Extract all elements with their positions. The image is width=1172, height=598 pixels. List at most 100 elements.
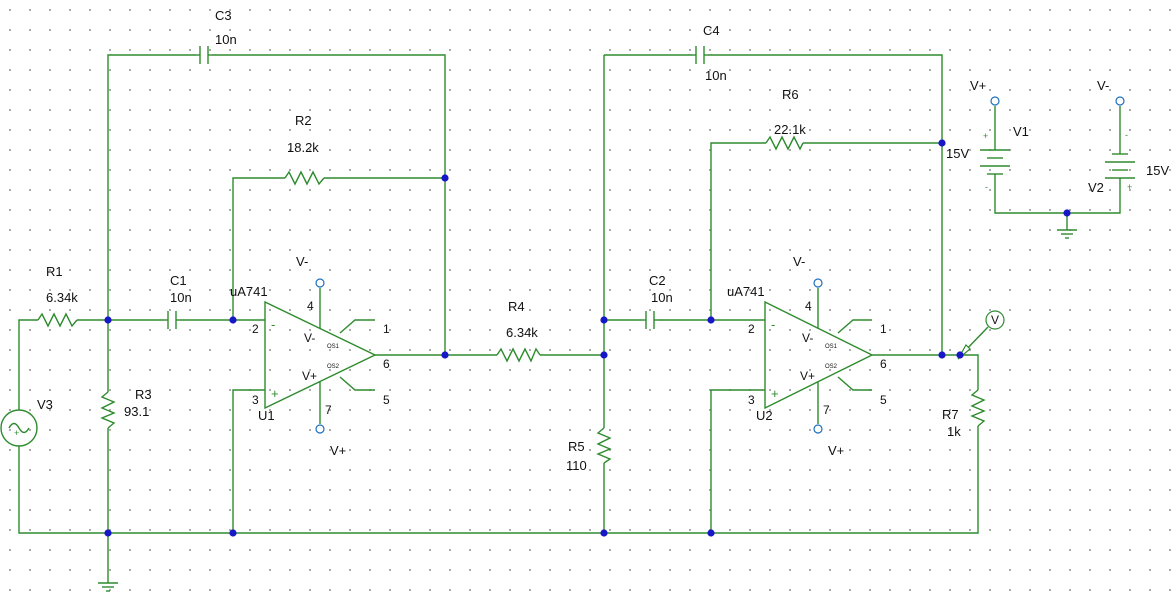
r4-value: 6.34k <box>506 325 538 340</box>
r5-value: 110 <box>566 458 587 473</box>
u2-vminus-inner: V- <box>802 331 813 345</box>
opamp-u2 <box>764 278 874 434</box>
u2-inv-sign: - <box>771 317 775 332</box>
c2-ref: C2 <box>649 273 666 288</box>
c1-value: 10n <box>170 290 192 305</box>
u1-pin5: 5 <box>383 393 390 407</box>
junction-dot <box>441 174 449 182</box>
v2-minus-sign: - <box>1125 130 1128 140</box>
c3-value: 10n <box>215 32 237 47</box>
r3-ref: R3 <box>135 387 152 402</box>
u2-pin6: 6 <box>880 357 887 371</box>
v1-plus-terminal <box>990 96 1000 106</box>
u2-vplus-terminal <box>813 424 823 434</box>
u2-os1: OS1 <box>825 344 838 350</box>
junction-dot <box>441 351 449 359</box>
u1-pin4: 4 <box>307 299 314 313</box>
u2-pin1: 1 <box>880 322 887 336</box>
ac-source-v3 <box>0 409 38 447</box>
v3-plus-sign: + <box>14 428 19 438</box>
u2-ref: U2 <box>756 408 773 423</box>
resistor-r1 <box>37 312 78 328</box>
u1-os2: OS2 <box>327 364 340 370</box>
capacitor-c2 <box>642 311 658 329</box>
r2-value: 18.2k <box>287 140 319 155</box>
u2-vplus-inner: V+ <box>800 369 815 383</box>
junction-dot <box>1063 209 1071 217</box>
capacitor-c3 <box>196 46 212 64</box>
u2-pin7: 7 <box>823 403 830 417</box>
v2-plus-sign: + <box>1127 182 1132 192</box>
r6-value: 22.1k <box>774 122 806 137</box>
u1-pin2: 2 <box>252 322 259 336</box>
junction-dot <box>104 529 112 537</box>
u1-vplus-inner: V+ <box>302 369 317 383</box>
capacitor-c1 <box>164 311 180 329</box>
u1-pin1: 1 <box>383 322 390 336</box>
junction-dot <box>600 351 608 359</box>
u2-pin3: 3 <box>748 393 755 407</box>
r2-ref: R2 <box>295 113 312 128</box>
battery-v2 <box>1105 96 1135 184</box>
junction-dot <box>707 529 715 537</box>
r1-ref: R1 <box>46 264 63 279</box>
u1-vminus-terminal <box>315 278 325 288</box>
resistor-r4 <box>496 347 541 363</box>
v1-minus-sign: - <box>985 182 988 192</box>
c3-ref: C3 <box>215 8 232 23</box>
u2-vplus-label: V+ <box>828 443 844 458</box>
r5-ref: R5 <box>568 439 585 454</box>
v1-ref: V1 <box>1013 124 1029 139</box>
battery-v1 <box>980 96 1010 180</box>
r4-ref: R4 <box>508 299 525 314</box>
v1-rail-label: V+ <box>970 78 986 93</box>
r7-value: 1k <box>947 424 961 439</box>
resistor-r3 <box>100 391 116 429</box>
v1-value: 15V <box>946 146 969 161</box>
c4-value: 10n <box>705 68 727 83</box>
u1-inv-sign: - <box>271 317 275 332</box>
junction-dot <box>104 316 112 324</box>
u1-vminus-label: V- <box>296 254 308 269</box>
u1-noninv-sign: + <box>271 386 279 401</box>
v2-rail-label: V- <box>1097 78 1109 93</box>
u1-vplus-label: V+ <box>330 443 346 458</box>
u2-pin2: 2 <box>748 322 755 336</box>
u1-vplus-terminal <box>315 424 325 434</box>
r6-ref: R6 <box>782 87 799 102</box>
probe-label: V <box>991 313 999 327</box>
u2-pin5: 5 <box>880 393 887 407</box>
junction-dot <box>229 529 237 537</box>
junction-dot <box>707 316 715 324</box>
v1-plus-sign: + <box>983 131 988 141</box>
voltage-probe-icon[interactable]: V <box>957 310 1005 360</box>
opamp-u1 <box>264 278 377 434</box>
u1-pin7: 7 <box>325 403 332 417</box>
u2-vminus-terminal <box>813 278 823 288</box>
resistor-r6 <box>765 135 804 151</box>
resistor-r5 <box>596 427 612 464</box>
v2-value: 15V <box>1146 163 1169 178</box>
u1-os1: OS1 <box>327 344 340 350</box>
v3-ref: V3 <box>37 397 53 412</box>
u1-pin3: 3 <box>252 393 259 407</box>
v2-ref: V2 <box>1088 180 1104 195</box>
u2-os2: OS2 <box>825 364 838 370</box>
u1-ref: U1 <box>258 408 275 423</box>
c4-ref: C4 <box>703 23 720 38</box>
junction-dot <box>938 351 946 359</box>
junction-dot <box>229 316 237 324</box>
c1-ref: C1 <box>170 273 187 288</box>
u2-vminus-label: V- <box>793 254 805 269</box>
u1-pin6: 6 <box>383 357 390 371</box>
ground-icon <box>1057 229 1077 239</box>
resistor-r7 <box>970 389 986 427</box>
junction-dot <box>938 139 946 147</box>
junction-dot <box>956 351 964 359</box>
v2-minus-terminal <box>1115 96 1125 106</box>
r1-value: 6.34k <box>46 290 78 305</box>
junctions <box>104 139 1071 537</box>
wires <box>18 54 1121 583</box>
capacitor-c4 <box>692 46 708 64</box>
